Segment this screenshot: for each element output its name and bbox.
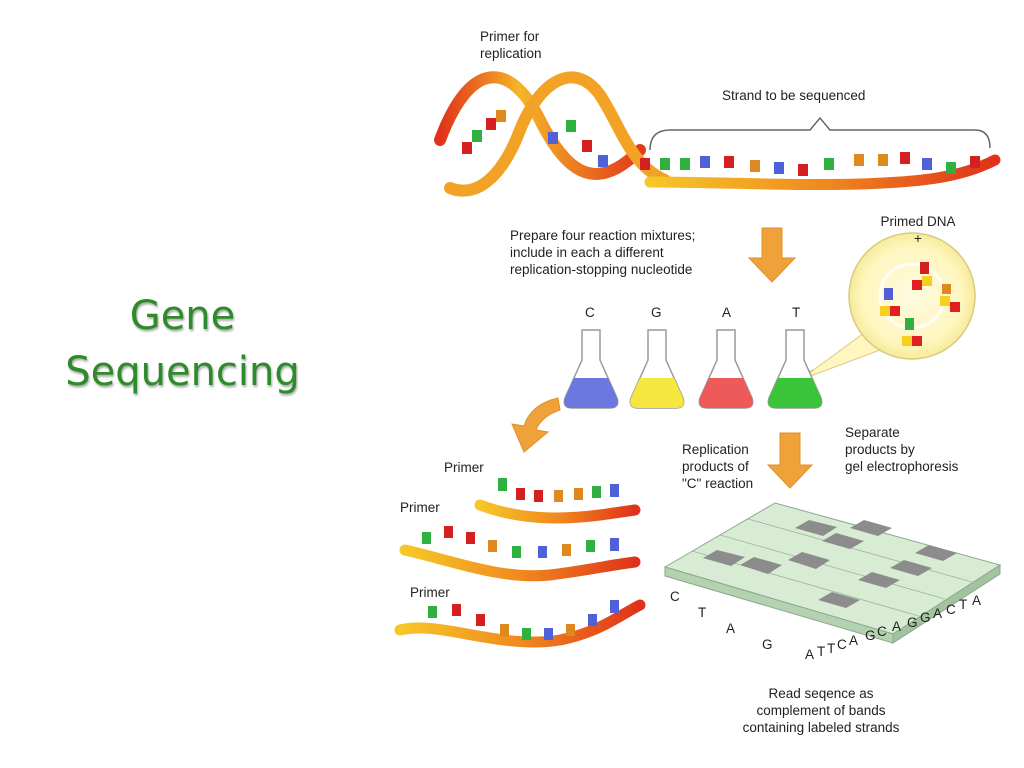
separate-products-line-2: products by — [845, 442, 915, 457]
seq-letter-8: A — [892, 619, 902, 634]
flask-a — [698, 329, 754, 409]
flask-label-c: C — [585, 305, 595, 320]
separate-products-line-3: gel electrophoresis — [845, 459, 959, 474]
label-strand-to-be-sequenced: Strand to be sequenced — [722, 88, 866, 103]
seq-letter-6: G — [865, 628, 876, 643]
seq-letter-14: A — [972, 593, 982, 608]
prepare-mixtures-line-1: Prepare four reaction mixtures; — [510, 228, 696, 243]
prepare-mixtures-line-2: include in each a different — [510, 245, 664, 260]
read-sequence-line-3: containing labeled strands — [742, 720, 900, 735]
seq-letter-3: T — [827, 641, 836, 656]
double-helix — [434, 71, 1001, 197]
flask-label-t: T — [792, 305, 801, 320]
label-primer-for-replication: Primer for replication — [480, 28, 542, 62]
title-line-1: Gene — [129, 293, 236, 339]
primer-for-replication-line-2: replication — [480, 46, 542, 61]
gel-lane-c: C — [670, 589, 680, 604]
separate-products-line-1: Separate — [845, 425, 900, 440]
primed-dna-line-1: Primed DNA — [880, 214, 956, 229]
arrow-down-2 — [766, 432, 814, 489]
label-primed-dna: Primed DNA + — [866, 213, 970, 247]
flask-label-g: G — [651, 305, 662, 320]
label-separate-products: Separate products by gel electrophoresis — [845, 424, 958, 475]
seq-letter-5: A — [849, 633, 859, 648]
label-read-sequence: Read seqence as complement of bands cont… — [696, 685, 946, 736]
read-sequence-line-2: complement of bands — [756, 703, 886, 718]
flask-t — [767, 329, 823, 409]
label-replication-products: Replication products of "C" reaction — [682, 441, 753, 492]
primer-label-2: Primer — [400, 500, 440, 515]
title-line-2: Sequencing — [65, 349, 300, 395]
label-prepare-mixtures: Prepare four reaction mixtures; include … — [510, 227, 695, 278]
seq-letter-9: G — [907, 615, 918, 630]
seq-letter-4: C — [837, 637, 847, 652]
seq-letter-2: T — [817, 644, 826, 659]
seq-letter-13: T — [959, 597, 968, 612]
primer-label-1: Primer — [444, 460, 484, 475]
seq-letter-11: A — [933, 606, 943, 621]
primer-for-replication-line-1: Primer for — [480, 29, 540, 44]
arrow-down-1 — [747, 227, 797, 283]
primed-dna-line-2: + — [914, 231, 922, 246]
prepare-mixtures-line-3: replication-stopping nucleotide — [510, 262, 693, 277]
gel-lane-g: G — [762, 637, 773, 652]
seq-letter-7: C — [877, 624, 887, 639]
read-sequence-line-1: Read seqence as — [768, 686, 874, 701]
seq-letter-10: G — [920, 610, 931, 625]
slide-title: Gene Sequencing — [30, 288, 335, 400]
flask-label-a: A — [722, 305, 732, 320]
arrow-curved — [511, 397, 561, 453]
replication-products-line-2: products of — [682, 459, 749, 474]
flask-g — [629, 329, 685, 409]
replication-products-line-3: "C" reaction — [682, 476, 754, 491]
gel-lane-a: A — [726, 621, 736, 636]
flask-c — [563, 329, 619, 409]
primer-label-3: Primer — [410, 585, 450, 600]
gel-slab — [663, 502, 1002, 644]
replication-products-line-1: Replication — [682, 442, 749, 457]
strand-bracket — [649, 116, 991, 151]
replication-strands — [394, 478, 646, 648]
seq-letter-12: C — [946, 602, 956, 617]
helix-nucleotides — [462, 110, 980, 176]
primed-dna-bubble — [799, 232, 976, 381]
seq-letter-1: A — [805, 647, 815, 662]
gel-lane-t: T — [698, 605, 707, 620]
